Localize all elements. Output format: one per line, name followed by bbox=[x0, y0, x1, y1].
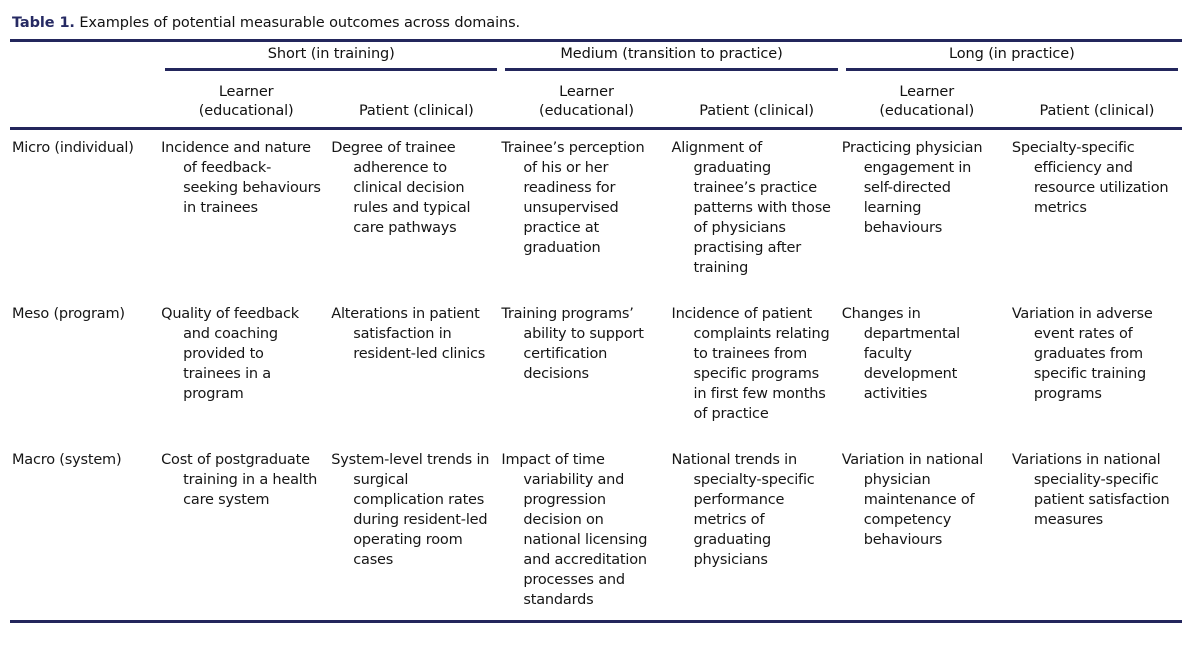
cell-micro-short-patient: Degree of trainee adherence to clinical … bbox=[331, 140, 471, 236]
cell-meso-short-patient: Alterations in patient satisfaction in r… bbox=[331, 306, 486, 362]
header-separator-row bbox=[10, 127, 1182, 130]
cell-meso-long-patient: Variation in adverse event rates of grad… bbox=[1011, 306, 1153, 402]
sub-header-long-learner: Learner(educational) bbox=[879, 84, 975, 119]
cell-micro-medium-learner: Trainee’s perception of his or her readi… bbox=[501, 140, 645, 256]
row-label-micro: Micro (individual) bbox=[12, 140, 134, 156]
table-container: Table 1. Examples of potential measurabl… bbox=[10, 0, 1182, 623]
sub-header-medium-learner: Learner(educational) bbox=[539, 84, 634, 119]
sub-header-short-learner: Learner(educational) bbox=[198, 84, 294, 119]
cell-micro-short-learner: Incidence and nature of feedback-seeking… bbox=[161, 140, 321, 216]
caption-label: Table 1. bbox=[12, 15, 75, 31]
table-row: Macro (system) Cost of postgraduate trai… bbox=[10, 442, 1182, 620]
group-header-spacer bbox=[10, 42, 161, 65]
table-top-rule bbox=[10, 39, 1182, 42]
outcomes-table: Short (in training) Medium (transition t… bbox=[10, 42, 1182, 620]
sub-header-long-patient: Patient (clinical) bbox=[1039, 103, 1155, 119]
row-label-macro: Macro (system) bbox=[12, 452, 122, 468]
header-separator-rule bbox=[10, 127, 1182, 130]
table-bottom-rule bbox=[10, 620, 1182, 623]
cell-meso-medium-learner: Training programs’ ability to support ce… bbox=[501, 306, 644, 382]
cell-macro-long-learner: Variation in national physician maintena… bbox=[841, 452, 984, 548]
table-row: Micro (individual) Incidence and nature … bbox=[10, 130, 1182, 296]
cell-micro-long-patient: Specialty-specific efficiency and resour… bbox=[1011, 140, 1169, 216]
cell-macro-short-patient: System-level trends in surgical complica… bbox=[331, 452, 490, 568]
caption-text: Examples of potential measurable outcome… bbox=[79, 15, 521, 31]
row-label-meso: Meso (program) bbox=[12, 306, 125, 322]
table-caption: Table 1. Examples of potential measurabl… bbox=[10, 0, 1182, 39]
sub-header-row: Learner(educational) Patient (clinical) … bbox=[10, 80, 1182, 127]
table-head: Short (in training) Medium (transition t… bbox=[10, 42, 1182, 130]
group-header-medium: Medium (transition to practice) bbox=[560, 46, 783, 62]
cell-meso-medium-patient: Incidence of patient complaints relating… bbox=[671, 306, 830, 422]
group-rule-medium bbox=[501, 65, 841, 80]
group-rule-short bbox=[161, 65, 501, 80]
group-header-row: Short (in training) Medium (transition t… bbox=[10, 42, 1182, 65]
cell-macro-medium-learner: Impact of time variability and progressi… bbox=[501, 452, 648, 608]
cell-micro-long-learner: Practicing physician engagement in self-… bbox=[841, 140, 983, 236]
cell-micro-medium-patient: Alignment of graduating trainee’s practi… bbox=[671, 140, 831, 276]
cell-macro-short-learner: Cost of postgraduate training in a healt… bbox=[161, 452, 318, 508]
group-rule-row bbox=[10, 65, 1182, 80]
cell-meso-long-learner: Changes in departmental faculty developm… bbox=[841, 306, 960, 402]
cell-macro-medium-patient: National trends in specialty-specific pe… bbox=[671, 452, 815, 568]
group-header-long: Long (in practice) bbox=[949, 46, 1075, 62]
group-header-short: Short (in training) bbox=[267, 46, 395, 62]
sub-header-short-patient: Patient (clinical) bbox=[358, 103, 474, 119]
table-row: Meso (program) Quality of feedback and c… bbox=[10, 296, 1182, 442]
cell-macro-long-patient: Variations in national speciality-specif… bbox=[1011, 452, 1170, 528]
sub-header-spacer bbox=[10, 80, 161, 127]
group-rule-long bbox=[842, 65, 1182, 80]
sub-header-medium-patient: Patient (clinical) bbox=[699, 103, 814, 119]
group-rule-spacer bbox=[10, 65, 161, 80]
cell-meso-short-learner: Quality of feedback and coaching provide… bbox=[161, 306, 299, 402]
table-body: Micro (individual) Incidence and nature … bbox=[10, 130, 1182, 620]
